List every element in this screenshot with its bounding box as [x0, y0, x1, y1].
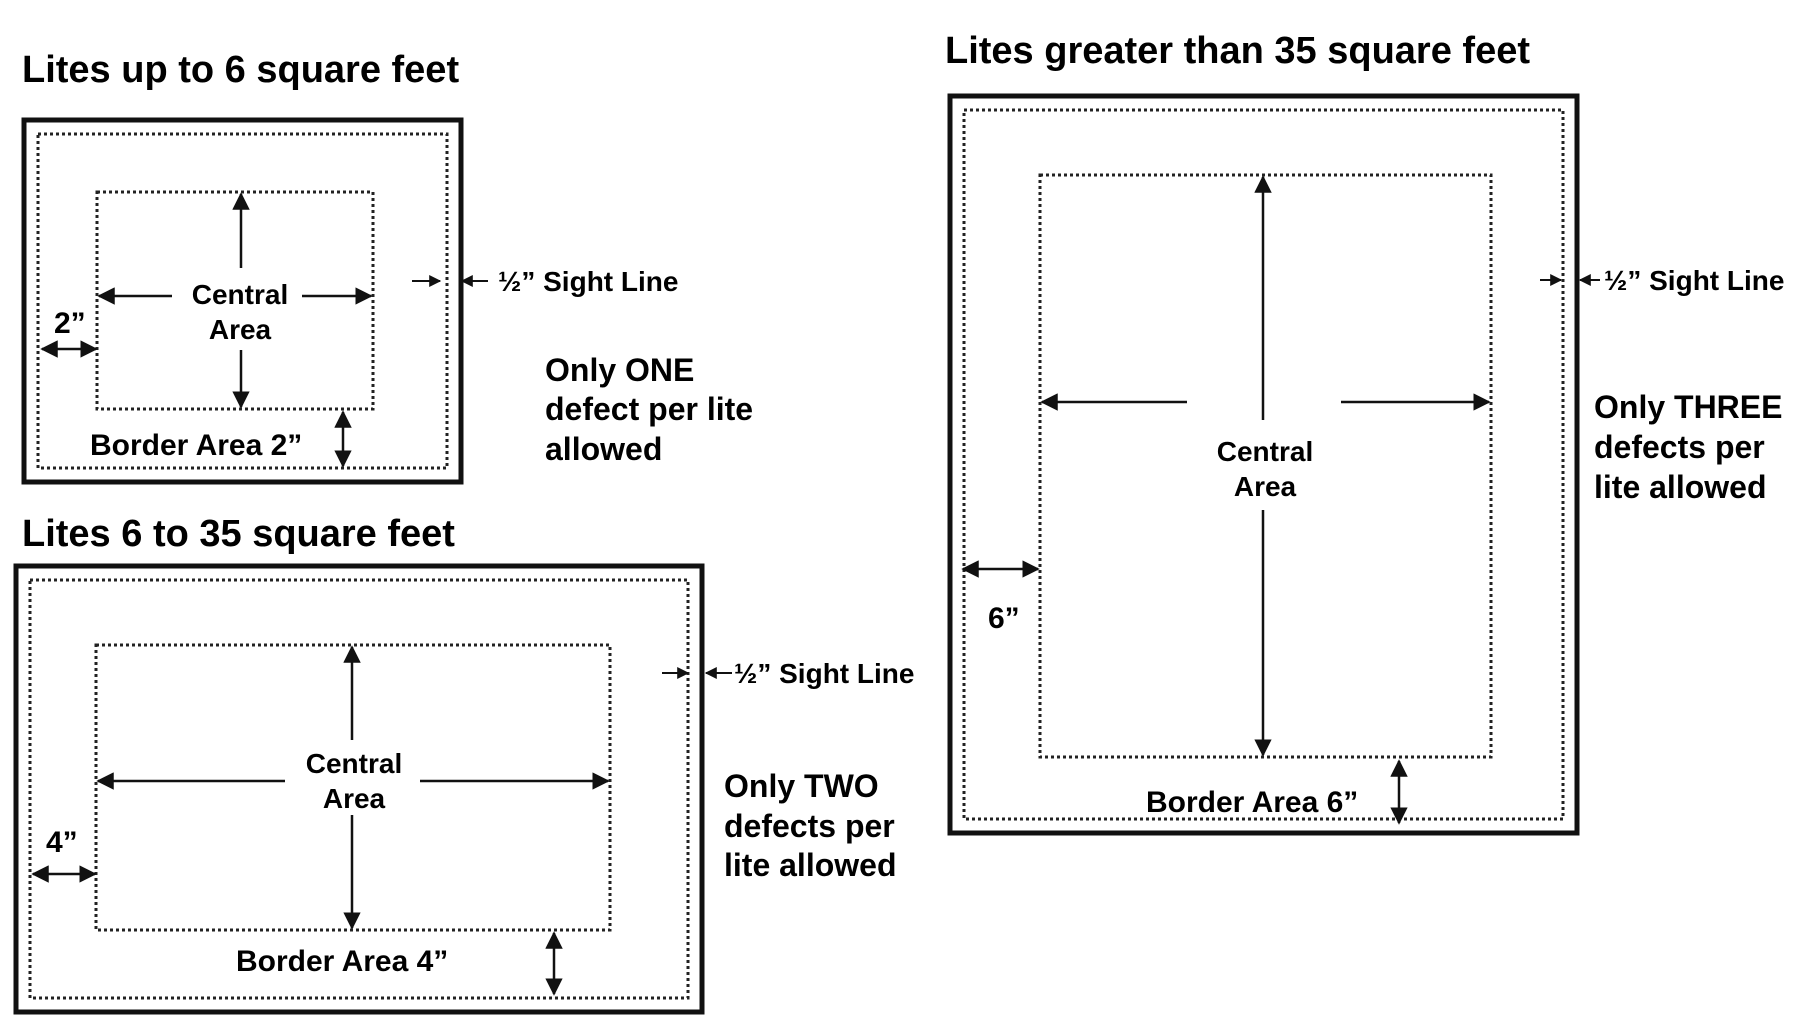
- panel-medium-note-2: defects per: [724, 808, 895, 844]
- panel-small-sight-label: ½” Sight Line: [498, 266, 678, 297]
- panel-medium-note-3: lite allowed: [724, 847, 896, 883]
- panel-large-note-1: Only THREE: [1594, 389, 1782, 425]
- panel-large-sight-label: ½” Sight Line: [1604, 265, 1784, 296]
- panel-medium-title: Lites 6 to 35 square feet: [22, 513, 455, 555]
- panel-medium-central-label-1: Central: [306, 748, 402, 779]
- panel-small-note-2: defect per lite: [545, 391, 753, 427]
- panel-medium: Lites 6 to 35 square feet Central Area 4…: [13, 513, 914, 1015]
- panel-large-note-2: defects per: [1594, 429, 1765, 465]
- panel-medium-sight-label: ½” Sight Line: [734, 658, 914, 689]
- panel-small: Lites up to 6 square feet Central Area 2…: [21, 49, 753, 485]
- panel-large-title: Lites greater than 35 square feet: [945, 30, 1530, 72]
- panel-large-central-label-1: Central: [1217, 436, 1313, 467]
- panel-large-central-label-2: Area: [1234, 471, 1297, 502]
- panel-small-central-label-2: Area: [209, 314, 272, 345]
- panel-small-note-1: Only ONE: [545, 352, 694, 388]
- panel-small-note-3: allowed: [545, 431, 662, 467]
- panel-small-central-area: [95, 190, 375, 411]
- panel-medium-central-area: [94, 643, 612, 932]
- panel-small-border-label: Border Area 2”: [90, 429, 302, 462]
- panel-small-dimension-label: 2”: [54, 307, 86, 340]
- panel-large-outer-frame: [947, 93, 1580, 836]
- panel-medium-note-1: Only TWO: [724, 768, 879, 804]
- panel-large-border-label: Border Area 6”: [1146, 786, 1358, 819]
- panel-large-dimension-label: 6”: [988, 602, 1020, 635]
- panel-medium-central-label-2: Area: [323, 783, 386, 814]
- panel-small-outer-frame: [21, 117, 464, 485]
- panel-small-central-label-1: Central: [192, 279, 288, 310]
- panel-medium-sight-line: [28, 578, 690, 1000]
- panel-large-note-3: lite allowed: [1594, 469, 1766, 505]
- panel-medium-border-label: Border Area 4”: [236, 945, 448, 978]
- panel-small-title: Lites up to 6 square feet: [22, 49, 459, 91]
- panel-large: Lites greater than 35 square feet Centra…: [945, 30, 1784, 836]
- panel-small-sight-line: [36, 132, 449, 470]
- panel-medium-dimension-label: 4”: [46, 826, 78, 859]
- panel-medium-outer-frame: [13, 563, 705, 1015]
